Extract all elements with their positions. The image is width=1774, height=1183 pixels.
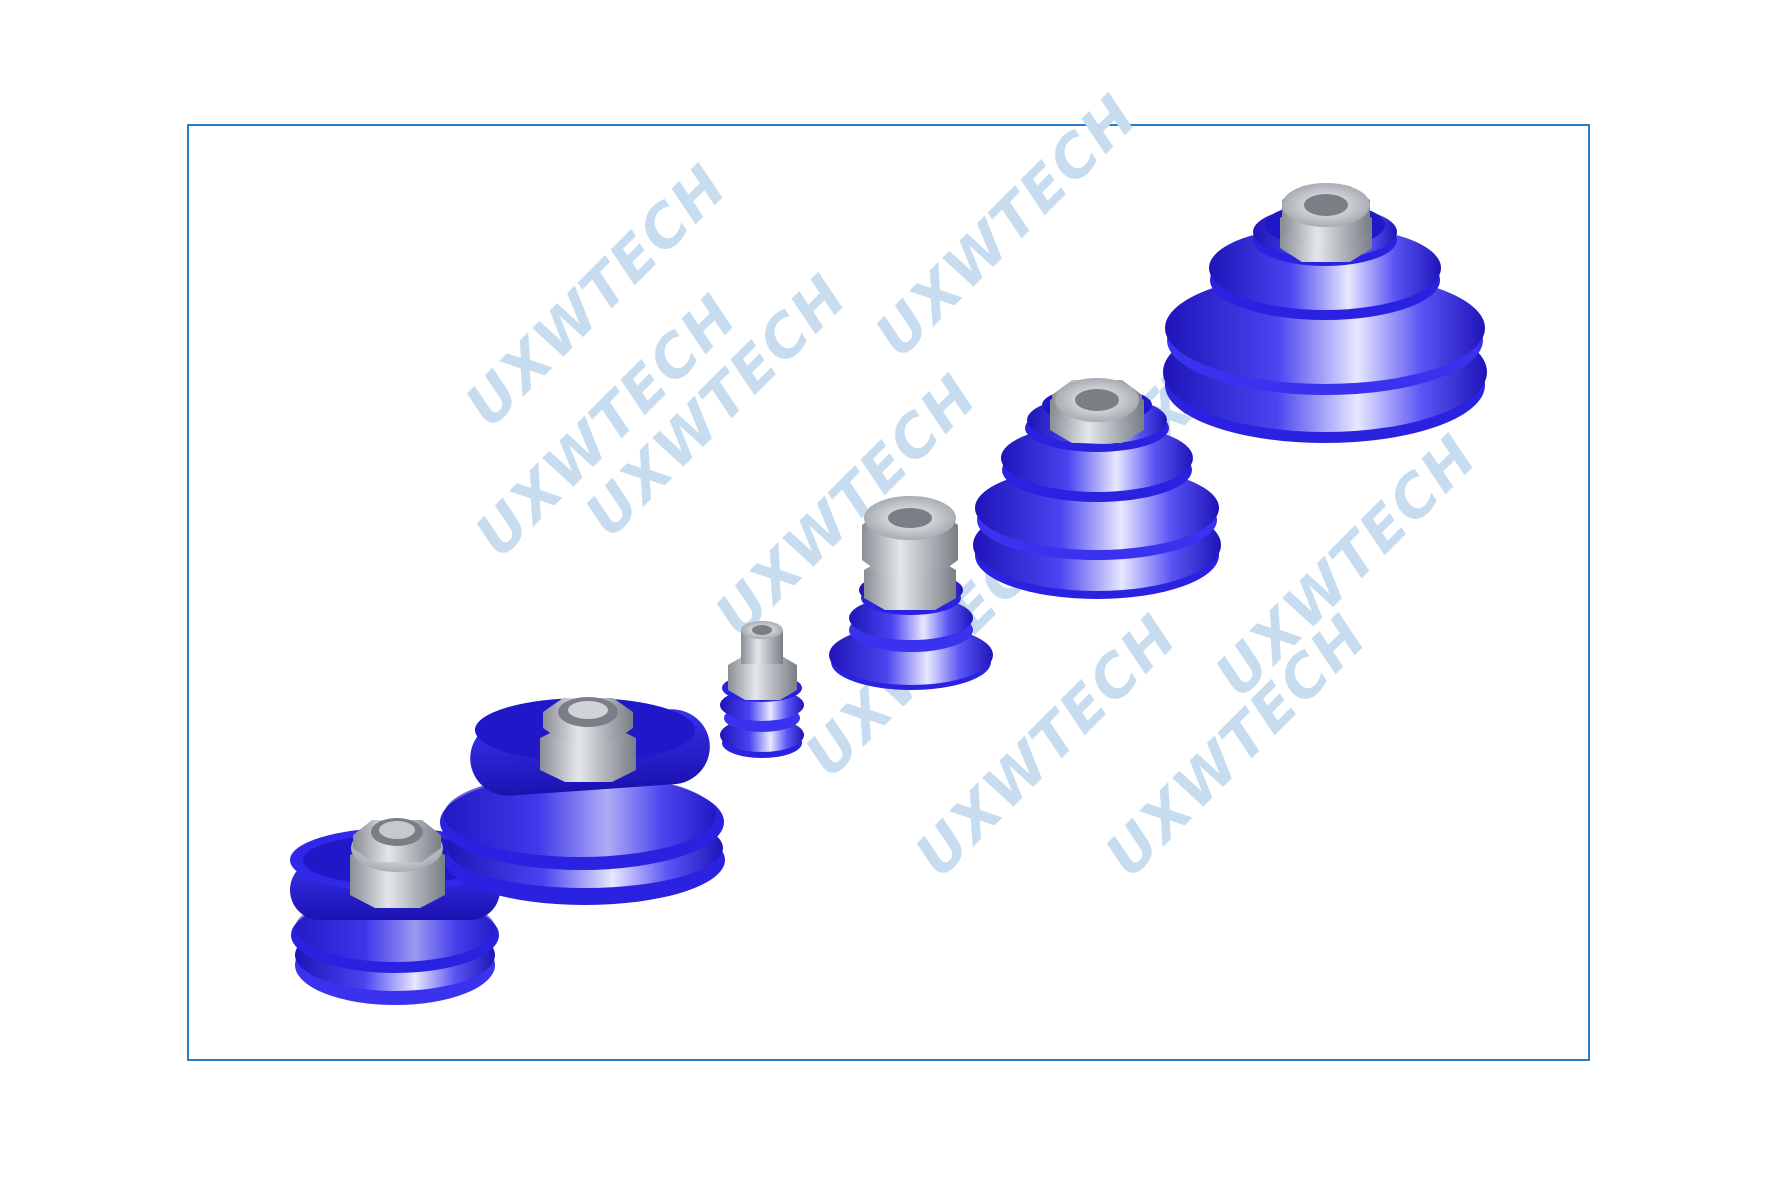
bellows-suction-cup-small-icon — [829, 496, 993, 690]
bellows-suction-cup-mini-icon — [720, 621, 804, 758]
oval-suction-cup-small-icon — [290, 818, 500, 1005]
watermark-text: UXWTECH — [862, 81, 1151, 370]
bellows-suction-cup-medium-icon — [973, 378, 1221, 599]
oval-suction-cup-large-icon — [440, 697, 725, 905]
bellows-suction-cup-large-icon — [1163, 183, 1487, 443]
